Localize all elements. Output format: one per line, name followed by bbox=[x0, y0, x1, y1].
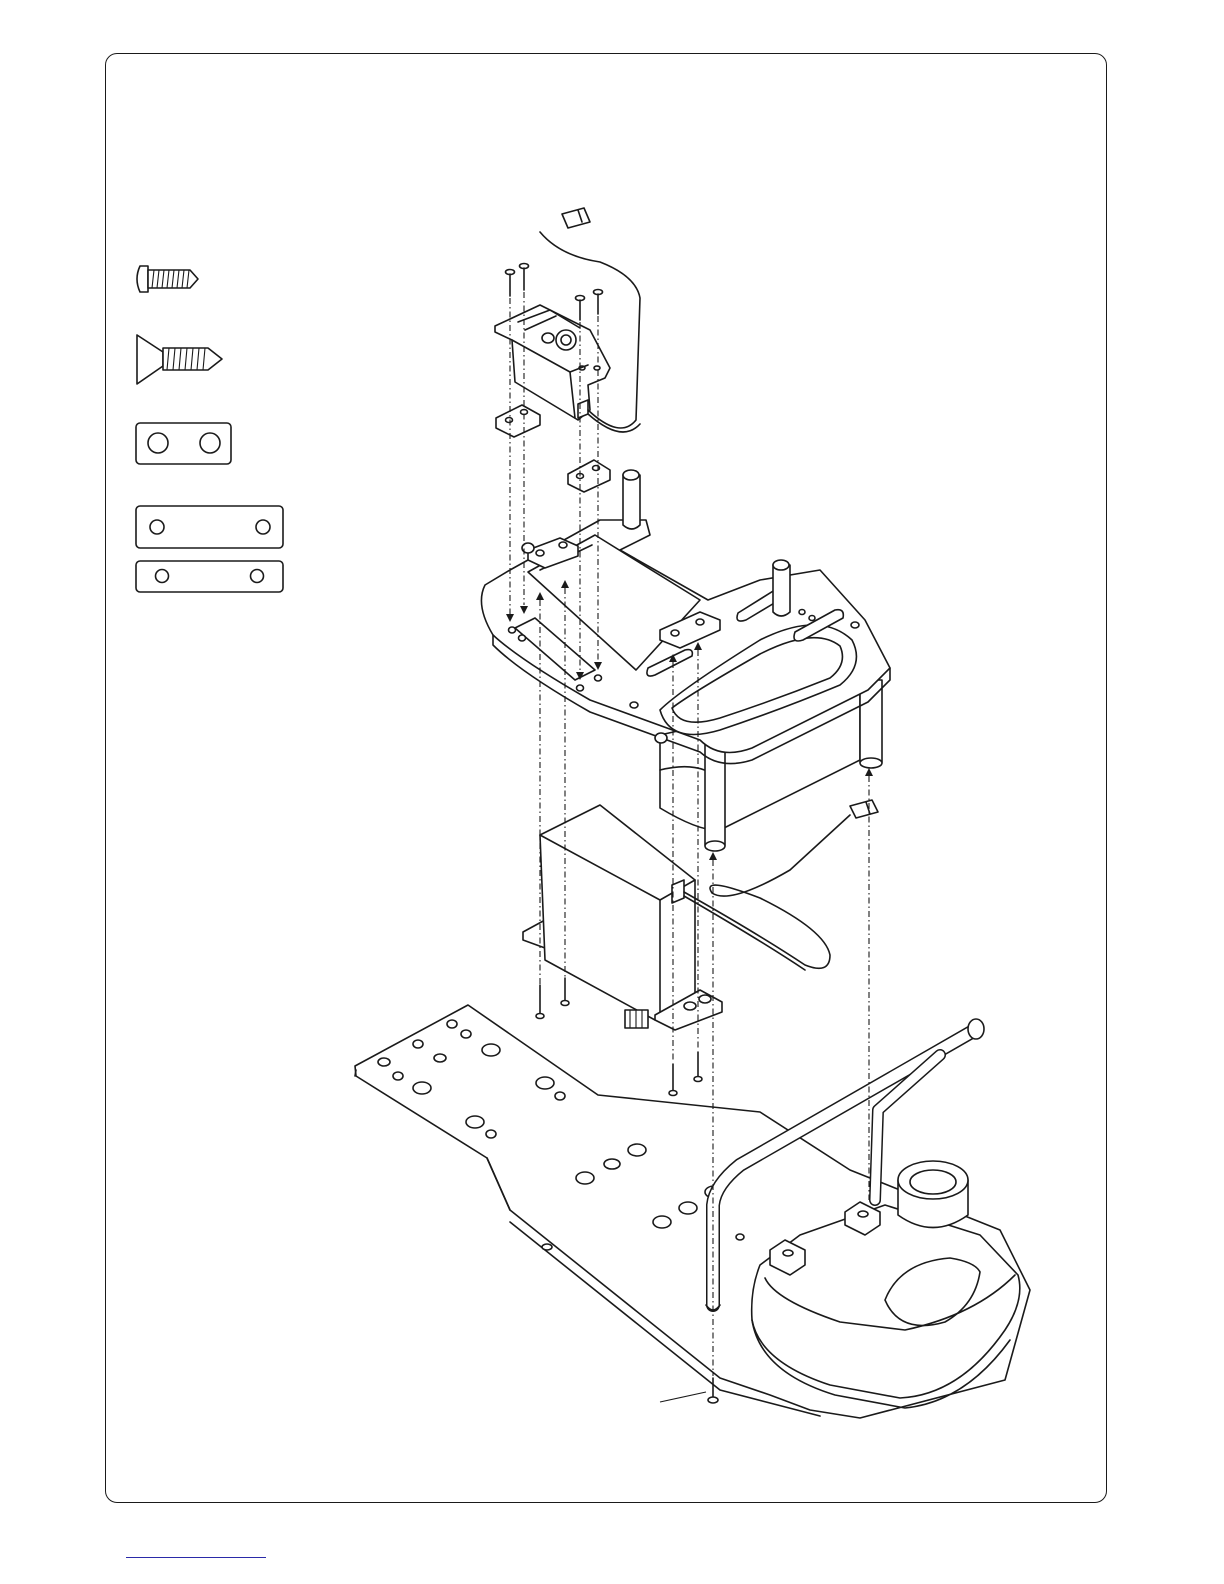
throttle-servo bbox=[523, 800, 878, 1030]
two-hole-plate-icon bbox=[136, 423, 231, 464]
callout-leader bbox=[660, 1392, 706, 1402]
long-plate-icon bbox=[136, 506, 283, 548]
long-plate-icon bbox=[136, 561, 283, 592]
steering-servo bbox=[495, 208, 640, 432]
radio-tray bbox=[481, 470, 890, 851]
countersunk-screw-icon bbox=[137, 335, 222, 384]
legend bbox=[136, 266, 283, 592]
pan-head-screw-icon bbox=[137, 266, 198, 292]
